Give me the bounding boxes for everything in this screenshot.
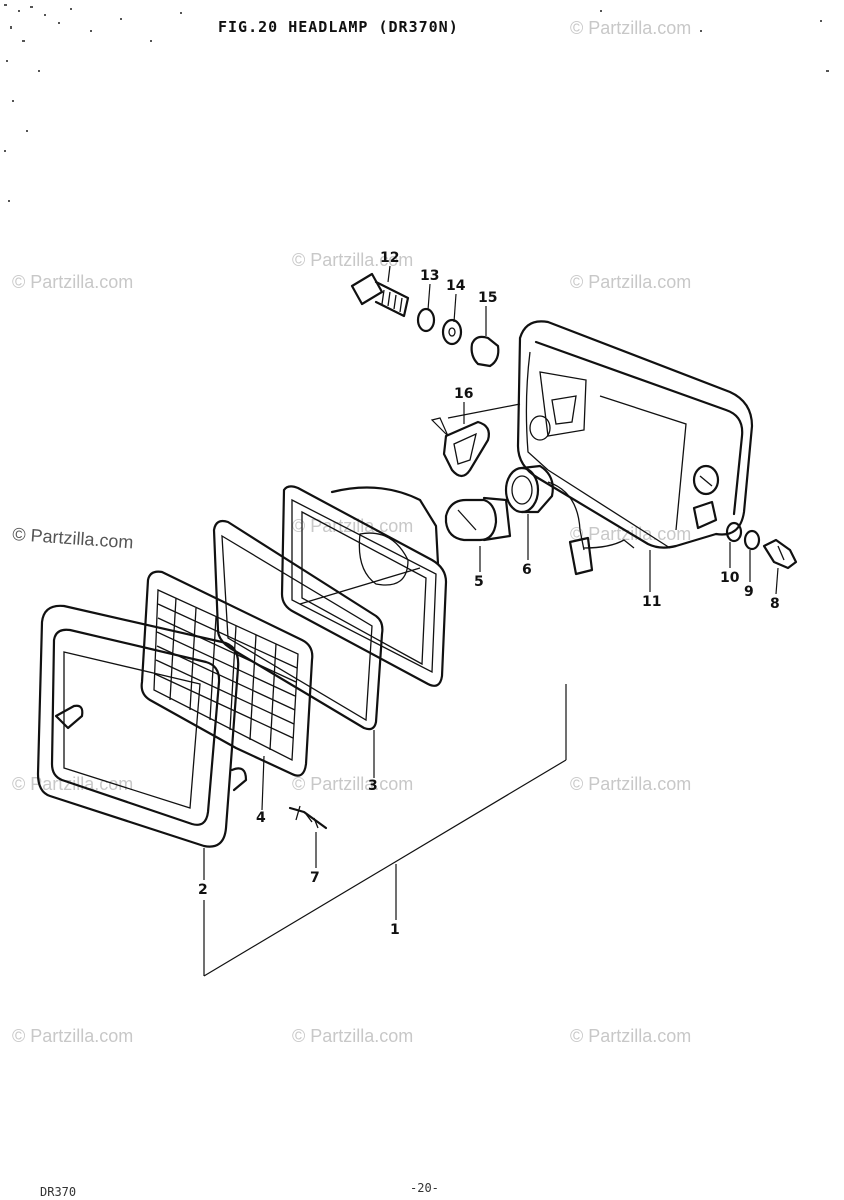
- callout-6: 6: [522, 562, 532, 578]
- callout-3: 3: [368, 778, 378, 794]
- callout-13: 13: [420, 268, 439, 284]
- scan-noise: [4, 4, 829, 202]
- callout-16: 16: [454, 386, 473, 402]
- callout-10: 10: [720, 570, 740, 586]
- part-15-collar: [470, 335, 500, 368]
- footer-model: DR370: [40, 1185, 76, 1199]
- watermarks: © Partzilla.com © Partzilla.com © Partzi…: [12, 18, 692, 1046]
- part-16-bracket: [442, 420, 490, 478]
- callout-9: 9: [744, 584, 754, 600]
- figure-title: FIG.20 HEADLAMP (DR370N): [218, 18, 459, 36]
- callout-11: 11: [642, 594, 661, 610]
- callout-2: 2: [198, 882, 208, 898]
- callout-14: 14: [446, 278, 466, 294]
- part-7-screw: [288, 805, 328, 830]
- watermark: © Partzilla.com: [12, 1026, 133, 1046]
- watermark: © Partzilla.com: [12, 272, 133, 292]
- part-8-screw: [762, 538, 798, 570]
- watermark: © Partzilla.com: [12, 524, 134, 552]
- callout-7: 7: [310, 870, 320, 886]
- part-12-bolt: [350, 272, 410, 318]
- callout-5: 5: [474, 574, 484, 590]
- part-13-washer: [416, 307, 436, 333]
- part-10-washer: [725, 521, 743, 543]
- part-5-bulb: [444, 496, 512, 542]
- part-9-washer: [743, 529, 761, 551]
- leader-lines: [203, 265, 779, 977]
- callout-4: 4: [256, 810, 266, 826]
- part-3-gasket: [212, 519, 384, 731]
- watermark: © Partzilla.com: [570, 774, 691, 794]
- part-14-washer: [441, 318, 463, 346]
- part-4-lens-unit: [140, 570, 314, 777]
- callout-12: 12: [380, 250, 399, 266]
- watermark: © Partzilla.com: [570, 1026, 691, 1046]
- watermark: © Partzilla.com: [570, 272, 691, 292]
- watermark: © Partzilla.com: [570, 18, 691, 38]
- part-11-housing-case: [516, 320, 754, 549]
- watermark: © Partzilla.com: [292, 516, 413, 536]
- callout-1: 1: [390, 922, 400, 938]
- part-1-lamp-frame: [280, 485, 448, 687]
- watermark: © Partzilla.com: [292, 1026, 413, 1046]
- callout-8: 8: [770, 596, 780, 612]
- watermark: © Partzilla.com: [292, 774, 413, 794]
- callout-labels: 12 13 14 15 16 5 6 11 10 9 8 3 4 7 2 1: [198, 250, 780, 938]
- callout-15: 15: [478, 290, 497, 306]
- watermark: © Partzilla.com: [292, 250, 413, 270]
- part-6-socket: [504, 464, 635, 576]
- footer-page-number: -20-: [410, 1181, 439, 1195]
